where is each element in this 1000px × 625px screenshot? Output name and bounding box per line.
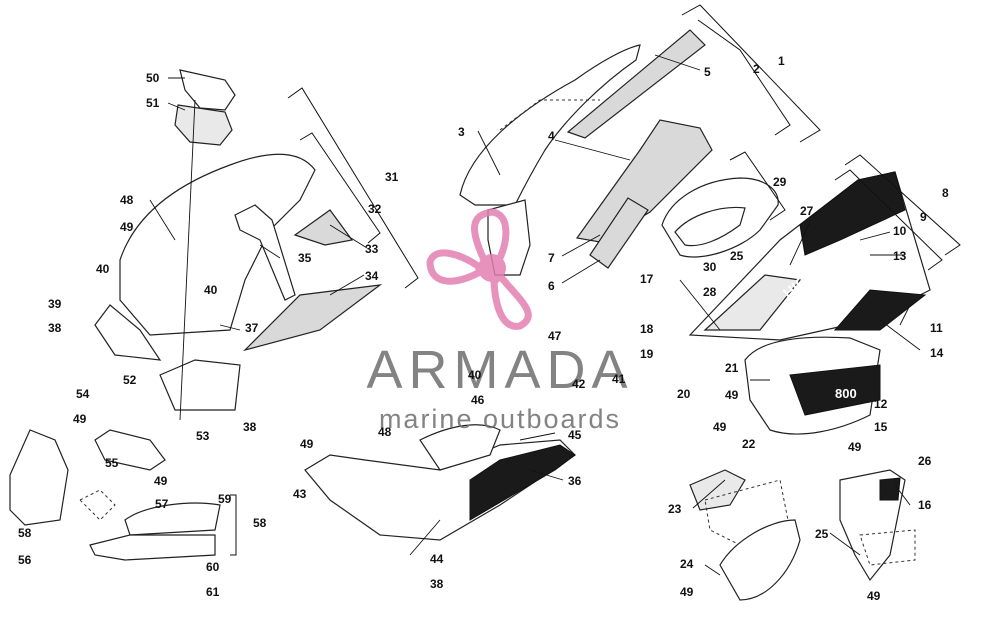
propeller-blade-icon [471,208,510,267]
part-label: 58 [18,526,32,540]
part-label: 40 [96,262,110,276]
part-label: 48 [378,425,392,439]
part-label: 9 [920,210,927,224]
part-label: 42 [572,377,586,391]
part-label: 50 [146,71,160,85]
part-label: 33 [365,242,379,256]
windshield-assembly [459,29,713,276]
part-label: 59 [218,492,232,506]
part-label: 3 [458,125,465,139]
part-label: 5 [704,65,711,79]
part-label: 57 [155,497,169,511]
part-label: 30 [703,260,717,274]
part-label: 45 [568,428,582,442]
part-label: 39 [48,297,62,311]
part-label: 49 [73,412,87,426]
group-brackets [230,4,961,556]
part-label: 18 [640,322,654,336]
propeller-blade-icon [426,249,485,285]
part-label: 14 [930,346,944,360]
part-label: 26 [918,454,932,468]
part-label: 11 [930,321,943,335]
part-label: 53 [196,429,210,443]
part-label: 28 [703,285,717,299]
part-label: 27 [800,204,814,218]
part-label: 61 [206,585,220,599]
part-label: 58 [253,516,267,530]
part-label: 37 [245,321,259,335]
part-label: 32 [368,202,382,216]
part-label: 7 [548,251,555,265]
part-label: 13 [893,249,907,263]
part-label: 38 [430,577,444,591]
repeat-labels: 40 40 38 38 48 49 49 49 49 49 49 49 49 2… [73,283,881,603]
part-label: 48 [120,193,134,207]
watermark-tagline: marine outboards [379,404,621,434]
part-label: 23 [668,502,682,516]
part-label: 21 [725,361,739,375]
part-label: 36 [568,474,582,488]
part-label: 46 [471,393,485,407]
part-label: 22 [742,437,756,451]
part-label: 25 [815,527,829,541]
part-label: 29 [773,175,787,189]
part-label: 15 [874,420,888,434]
part-label: 55 [105,456,119,470]
part-label: 4 [548,129,555,143]
part-label: 49 [120,220,134,234]
part-label: 38 [243,420,257,434]
part-label: 41 [612,372,626,386]
part-label: 49 [300,437,314,451]
part-label: 52 [123,373,137,387]
watermark-brand: ARMADA [366,340,633,400]
part-label: 49 [680,585,694,599]
headlight-housing [661,177,779,258]
part-label: 60 [206,560,220,574]
part-label: 54 [76,387,90,401]
part-label: 38 [48,321,62,335]
part-label: 56 [18,553,32,567]
part-label: 49 [867,589,881,603]
part-label: 12 [874,397,888,411]
lower-left-parts [9,429,221,561]
part-label: 35 [298,251,312,265]
part-label: 10 [893,224,907,238]
part-label: 47 [548,329,562,343]
part-label: 1 [778,54,785,68]
part-label: 8 [942,186,949,200]
decal-800-text: 800 [835,386,857,401]
part-label: 16 [918,498,932,512]
floor-pan [304,424,576,541]
part-label: 49 [848,440,862,454]
armada-watermark: ARMADA marine outboards [366,208,633,434]
part-label: 49 [713,420,727,434]
part-label: 40 [204,283,218,297]
part-label: 43 [293,487,307,501]
part-label: 51 [146,96,160,110]
part-label: 49 [725,388,739,402]
part-label: 24 [680,557,694,571]
part-label: 2 [753,62,760,76]
propeller-blade-icon [490,270,532,330]
part-label: 19 [640,347,654,361]
part-label: 40 [468,368,482,382]
leader-lines [149,54,921,576]
part-label: 25 [730,249,744,263]
part-label: 6 [548,279,555,293]
part-label: 17 [640,272,654,286]
right-lower-parts [689,469,916,601]
hood-panel: HIGH COUNTRY 800 [688,171,931,435]
part-label: 20 [677,387,691,401]
part-label: 34 [365,269,379,283]
part-label: 31 [385,170,399,184]
left-console [94,69,383,411]
part-labels: 1 2 3 4 5 6 7 8 9 10 11 12 13 14 15 16 1… [18,54,949,599]
part-label: 44 [430,552,444,566]
part-label: 49 [154,474,168,488]
